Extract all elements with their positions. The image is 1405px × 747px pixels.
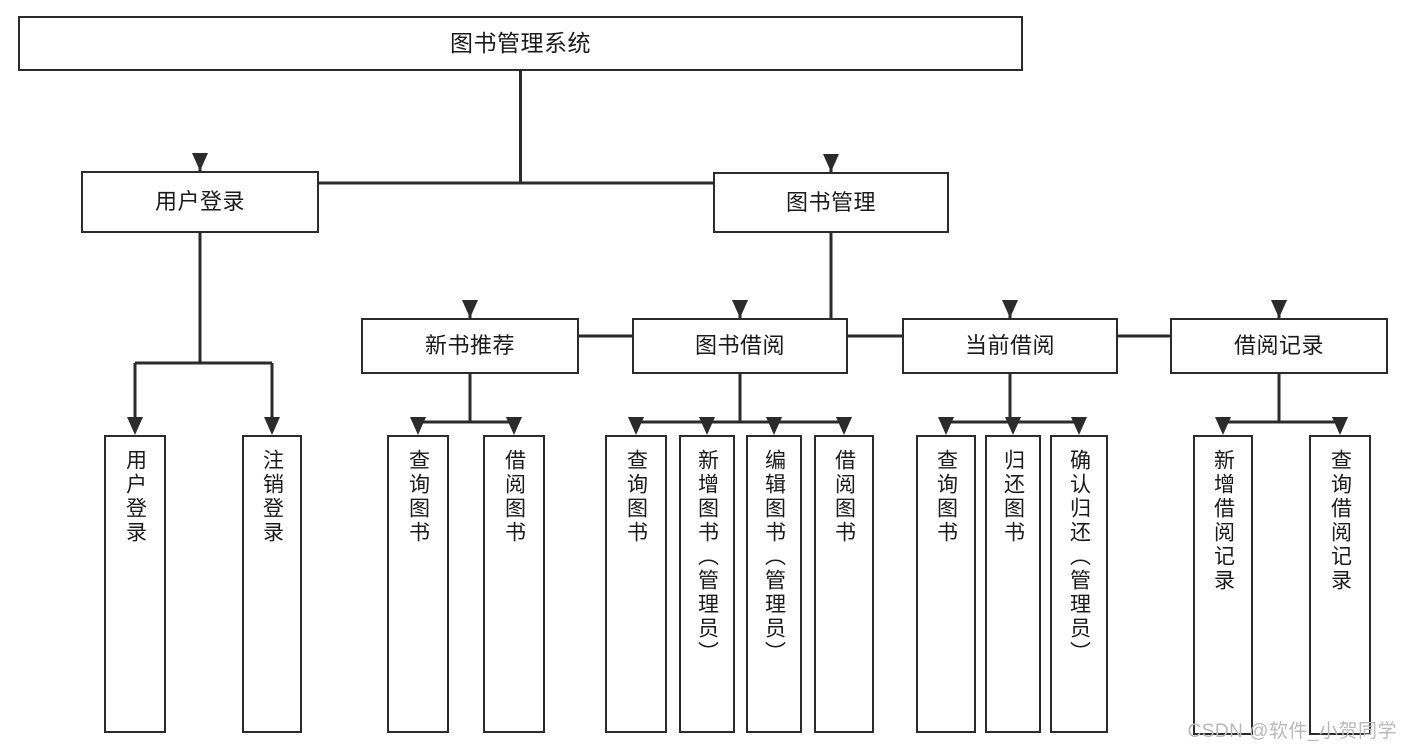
node-leaf-6[interactable]: 新增图书（管理员） — [679, 435, 735, 733]
edge-arrowhead — [506, 417, 522, 435]
node-leaf-9[interactable]: 查询图书 — [916, 435, 976, 733]
edge-arrowhead — [410, 417, 426, 435]
node-leaf-1[interactable]: 用户登录 — [104, 435, 166, 733]
edge-arrowhead — [462, 300, 478, 318]
node-current[interactable]: 当前借阅 — [902, 318, 1118, 374]
node-login[interactable]: 用户登录 — [81, 171, 319, 233]
node-label: 用户登录 — [154, 189, 245, 215]
edge-arrowhead — [732, 300, 748, 318]
node-label: 借阅图书 — [832, 449, 856, 545]
node-label: 图书管理系统 — [450, 29, 591, 56]
node-leaf-8[interactable]: 借阅图书 — [814, 435, 874, 733]
node-leaf-2[interactable]: 注销登录 — [242, 435, 302, 733]
edge-arrowhead — [938, 417, 954, 435]
node-label: 新增图书（管理员） — [695, 449, 719, 665]
node-label: 图书借阅 — [694, 333, 785, 359]
node-label: 新书推荐 — [424, 333, 515, 359]
node-bookmgmt[interactable]: 图书管理 — [713, 172, 949, 233]
edge-arrowhead — [1332, 417, 1348, 435]
edge-arrowhead — [1005, 417, 1021, 435]
edge-arrowhead — [628, 417, 644, 435]
node-root[interactable]: 图书管理系统 — [18, 16, 1023, 71]
node-borrow[interactable]: 图书借阅 — [632, 318, 848, 374]
node-label: 查询图书 — [934, 449, 958, 545]
node-label: 注销登录 — [260, 449, 284, 545]
node-label: 查询图书 — [406, 449, 430, 545]
node-leaf-10[interactable]: 归还图书 — [985, 435, 1041, 733]
edge-arrowhead — [1215, 417, 1231, 435]
node-label: 查询借阅记录 — [1328, 449, 1352, 593]
node-leaf-7[interactable]: 编辑图书（管理员） — [746, 435, 802, 733]
node-label: 确认归还（管理员） — [1067, 449, 1091, 665]
edge-arrowhead — [836, 417, 852, 435]
edge-arrowhead — [127, 417, 143, 435]
node-leaf-5[interactable]: 查询图书 — [605, 435, 667, 733]
edge-arrowhead — [264, 417, 280, 435]
node-label: 查询图书 — [624, 449, 648, 545]
node-newbook[interactable]: 新书推荐 — [361, 318, 579, 374]
edge-arrowhead — [192, 153, 208, 171]
node-label: 图书管理 — [785, 189, 876, 215]
node-label: 用户登录 — [123, 449, 147, 545]
node-leaf-3[interactable]: 查询图书 — [387, 435, 449, 733]
node-leaf-13[interactable]: 查询借阅记录 — [1309, 435, 1371, 735]
node-label: 归还图书 — [1001, 449, 1025, 545]
edge-arrowhead — [699, 417, 715, 435]
edge-arrowhead — [1002, 300, 1018, 318]
edge-arrowhead — [1271, 300, 1287, 318]
node-leaf-4[interactable]: 借阅图书 — [483, 435, 545, 733]
node-label: 新增借阅记录 — [1211, 449, 1235, 593]
node-leaf-11[interactable]: 确认归还（管理员） — [1050, 435, 1108, 733]
node-records[interactable]: 借阅记录 — [1170, 318, 1388, 374]
node-label: 当前借阅 — [964, 333, 1055, 359]
node-label: 编辑图书（管理员） — [762, 449, 786, 665]
edge-arrowhead — [1071, 417, 1087, 435]
node-label: 借阅记录 — [1233, 333, 1324, 359]
edge-arrowhead — [766, 417, 782, 435]
node-label: 借阅图书 — [502, 449, 526, 545]
edge-arrowhead — [823, 154, 839, 172]
node-leaf-12[interactable]: 新增借阅记录 — [1193, 435, 1253, 735]
